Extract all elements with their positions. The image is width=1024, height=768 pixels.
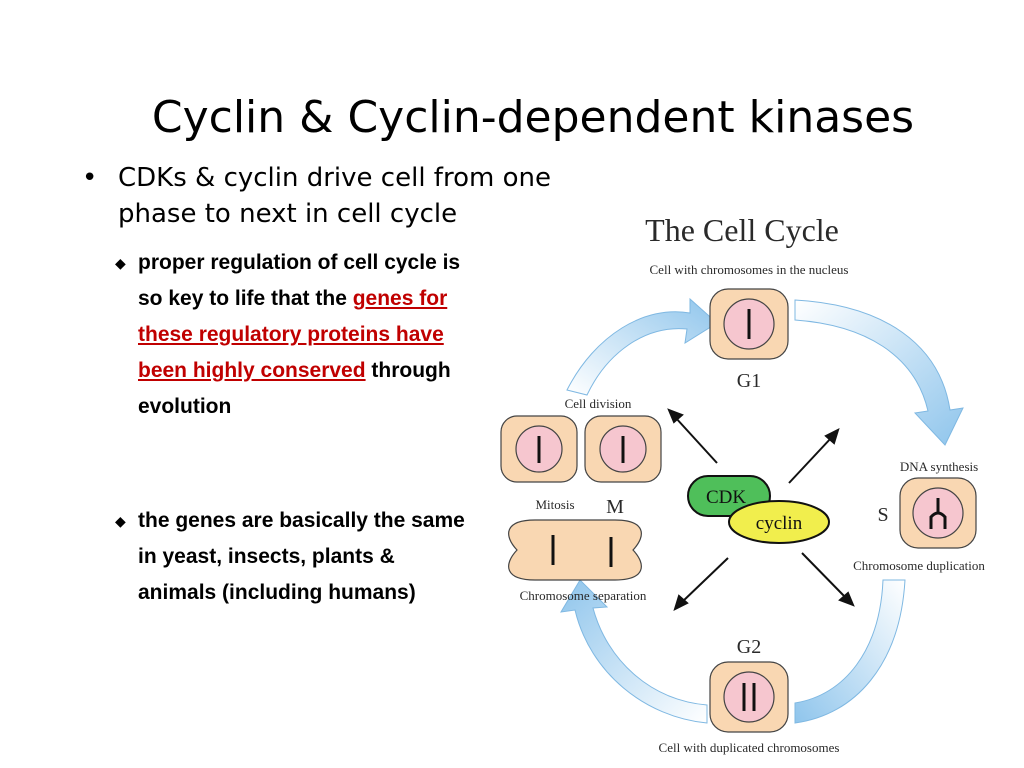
label-chromosome-separation: Chromosome separation xyxy=(520,588,647,603)
label-bottom-cell: Cell with duplicated chromosomes xyxy=(659,740,840,755)
arrowhead-upper-left xyxy=(667,408,684,424)
highlighted-text: genes for these regulatory proteins have… xyxy=(138,287,448,382)
cell-cycle-diagram: The Cell Cycle Cell with chromosomes in … xyxy=(500,212,985,755)
arrow-m-to-g1 xyxy=(566,297,718,396)
sub-bullet-text-start: proper regulation of cell cycle is so ke… xyxy=(138,251,461,310)
cyclin-protein xyxy=(728,500,830,544)
arrow-g1-to-s xyxy=(794,299,964,446)
label-top-cell: Cell with chromosomes in the nucleus xyxy=(650,262,849,277)
replicating-chromosome xyxy=(929,498,947,529)
diamond-bullet-icon: ◆ xyxy=(115,513,126,529)
label-dna-synthesis: DNA synthesis xyxy=(900,459,978,474)
bullet-text: CDKs & cyclin drive cell from one phase … xyxy=(118,163,551,229)
slide-title: Cyclin & Cyclin-dependent kinases xyxy=(151,92,915,143)
sub-bullet-text: the genes are basically the same in yeas… xyxy=(138,509,465,604)
diamond-bullet-icon: ◆ xyxy=(115,255,126,271)
arrow-to-cell-division xyxy=(674,416,718,464)
label-cyclin: cyclin xyxy=(756,513,803,534)
arrow-to-mitosis xyxy=(680,557,729,604)
label-cdk: CDK xyxy=(706,487,746,508)
label-chromosome-duplication: Chromosome duplication xyxy=(853,558,985,573)
label-cell-division: Cell division xyxy=(565,396,632,411)
sub-bullet-text-end: through evolution xyxy=(138,359,451,418)
label-g1: G1 xyxy=(737,370,761,392)
arrow-to-g1 xyxy=(788,436,833,484)
dividing-cell xyxy=(508,519,642,581)
arrowhead-lower-left xyxy=(673,594,689,611)
label-g2: G2 xyxy=(737,636,761,658)
label-mitosis: Mitosis xyxy=(535,497,574,512)
diagram-title: The Cell Cycle xyxy=(645,212,839,248)
arrowhead-upper-right xyxy=(824,428,840,445)
sub-bullet-text: proper regulation of cell cycle is so ke… xyxy=(138,245,478,425)
label-s: S xyxy=(877,504,888,526)
label-m: M xyxy=(606,496,624,518)
g2-nucleus xyxy=(723,671,775,723)
center-arrows xyxy=(667,408,855,611)
bullet-dot-icon: • xyxy=(82,163,98,193)
arrowhead-lower-right xyxy=(838,591,855,607)
arrow-s-to-g2 xyxy=(794,579,906,724)
arrow-to-s xyxy=(801,552,848,600)
